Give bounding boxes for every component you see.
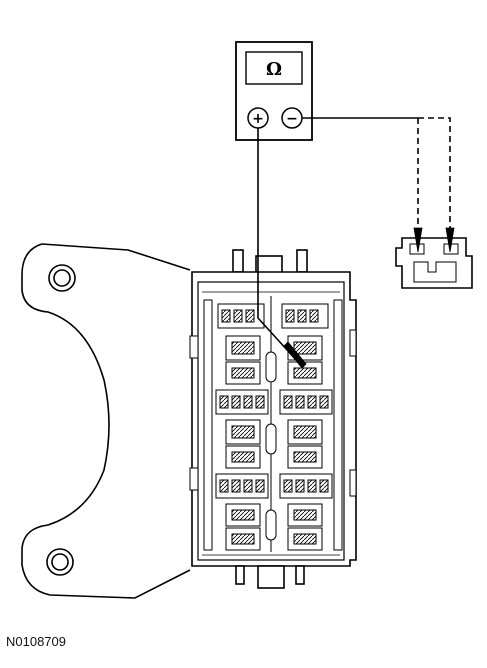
figure-code: N0108709 (6, 634, 66, 649)
ohm-symbol: Ω (266, 59, 282, 80)
multimeter: Ω + − (235, 41, 313, 141)
connector-probe-left (413, 227, 423, 253)
bracket-hole-bottom (46, 548, 74, 576)
fuse-relay-box (189, 249, 357, 589)
component-connector (395, 227, 473, 289)
bracket-hole-top (48, 264, 76, 292)
probe-tip-positive (283, 341, 307, 369)
negative-terminal-label: − (286, 111, 298, 127)
connector-probe-right (445, 227, 455, 253)
negative-lead-dashed-b (418, 117, 451, 240)
fuse-cells (203, 299, 343, 551)
meter-display (245, 51, 303, 85)
mounting-bracket (21, 243, 191, 599)
test-leads (257, 117, 451, 369)
positive-terminal-label: + (252, 111, 264, 127)
